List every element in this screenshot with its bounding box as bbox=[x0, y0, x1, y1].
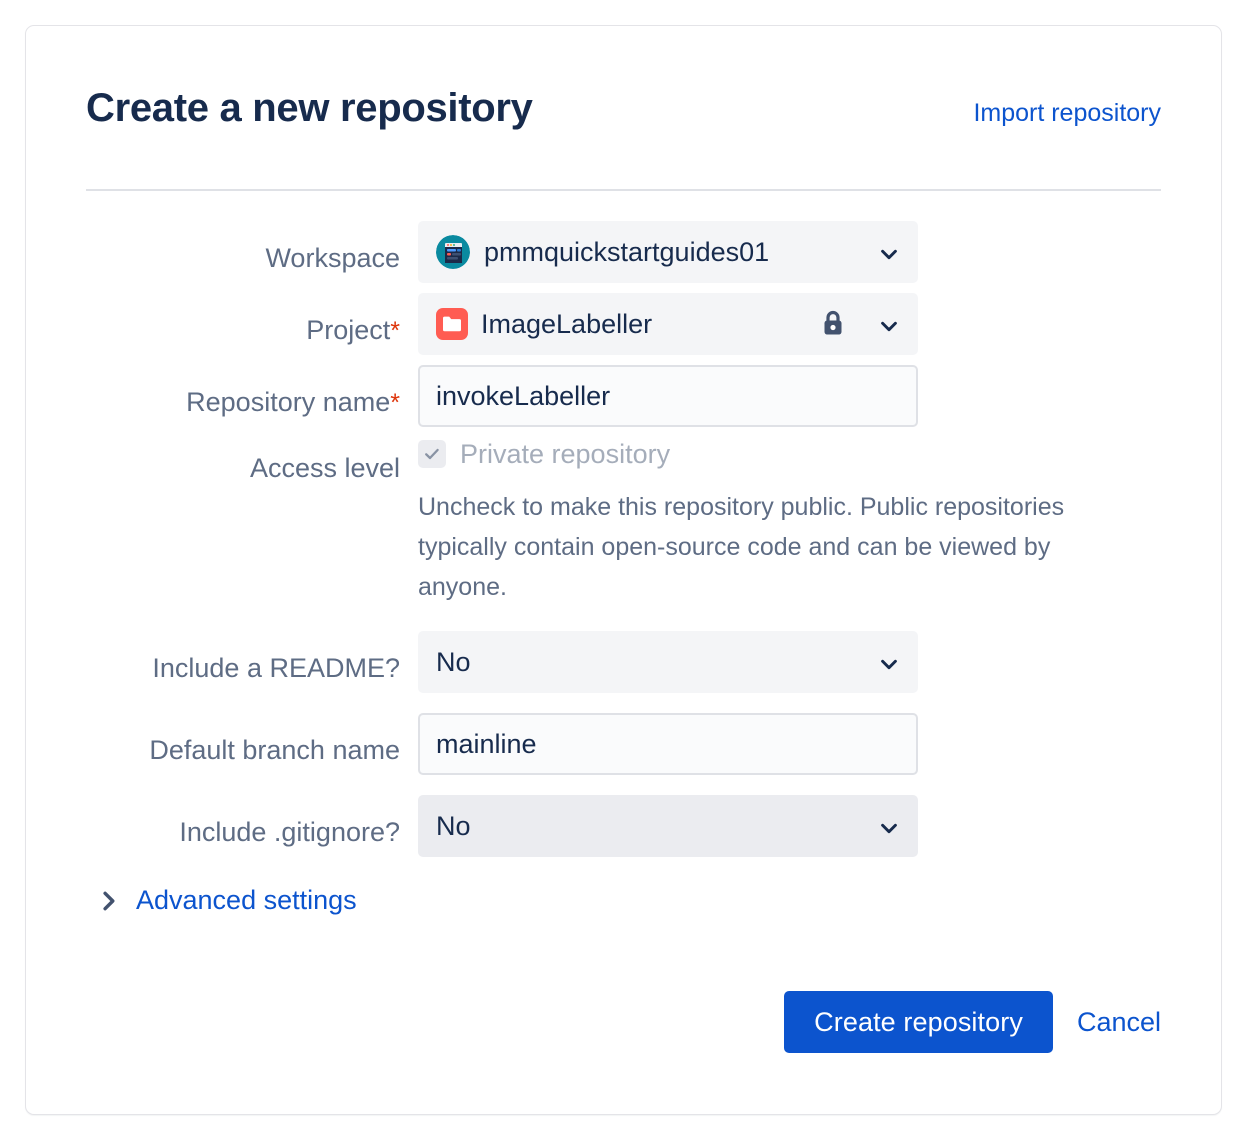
form-row-workspace: Workspace bbox=[86, 221, 1163, 283]
cancel-button[interactable]: Cancel bbox=[1076, 1006, 1161, 1037]
workspace-value: pmmquickstartguides01 bbox=[484, 236, 770, 267]
form-row-project: Project* ImageLabeller bbox=[86, 293, 1163, 355]
project-select[interactable]: ImageLabeller bbox=[418, 293, 918, 355]
repository-name-field bbox=[418, 365, 1163, 427]
form-row-include-gitignore: Include .gitignore? No bbox=[86, 795, 1163, 857]
include-readme-label: Include a README? bbox=[152, 653, 400, 683]
default-branch-input[interactable] bbox=[418, 713, 918, 775]
access-level-label: Access level bbox=[249, 453, 400, 483]
form-footer: Create repository Cancel bbox=[784, 991, 1161, 1053]
default-branch-field bbox=[418, 713, 1163, 775]
card-inner: Create a new repository Import repositor… bbox=[26, 26, 1221, 1114]
include-gitignore-field: No bbox=[418, 795, 1163, 857]
workspace-select[interactable]: pmmquickstartguides01 bbox=[418, 221, 918, 283]
create-repository-button[interactable]: Create repository bbox=[784, 991, 1053, 1053]
workspace-field: pmmquickstartguides01 bbox=[418, 221, 1163, 283]
chevron-down-icon bbox=[878, 651, 900, 673]
lock-icon bbox=[820, 309, 846, 339]
project-value: ImageLabeller bbox=[481, 308, 653, 339]
create-repository-card: Create a new repository Import repositor… bbox=[25, 25, 1222, 1115]
project-label: Project* bbox=[86, 293, 418, 348]
chevron-down-icon bbox=[878, 241, 900, 263]
project-folder-icon bbox=[436, 308, 468, 340]
project-field: ImageLabeller bbox=[418, 293, 1163, 355]
include-readme-value: No bbox=[436, 646, 471, 677]
header-divider bbox=[86, 189, 1161, 191]
repository-name-label: Repository name* bbox=[86, 365, 418, 420]
include-gitignore-select[interactable]: No bbox=[418, 795, 918, 857]
chevron-down-icon bbox=[878, 815, 900, 837]
access-level-help-text: Uncheck to make this repository public. … bbox=[418, 493, 1065, 601]
card-header: Create a new repository Import repositor… bbox=[86, 26, 1161, 132]
project-required-marker: * bbox=[390, 317, 400, 345]
workspace-avatar-icon bbox=[436, 235, 470, 269]
project-label-text: Project bbox=[306, 315, 391, 345]
form-row-include-readme: Include a README? No bbox=[86, 631, 1163, 693]
repository-name-input[interactable] bbox=[418, 365, 918, 427]
page-title: Create a new repository bbox=[86, 86, 533, 130]
chevron-right-icon bbox=[101, 890, 118, 912]
workspace-label: Workspace bbox=[265, 243, 400, 273]
repository-name-label-text: Repository name bbox=[186, 387, 391, 417]
include-readme-select[interactable]: No bbox=[418, 631, 918, 693]
chevron-down-icon bbox=[878, 313, 900, 335]
form-row-default-branch: Default branch name bbox=[86, 713, 1163, 775]
access-level-field: Private repository Uncheck to make this … bbox=[418, 437, 1163, 607]
form-row-repository-name: Repository name* bbox=[86, 365, 1163, 427]
form-row-access-level: Access level Private repository Uncheck … bbox=[86, 437, 1163, 607]
import-repository-link[interactable]: Import repository bbox=[973, 99, 1161, 127]
include-readme-field: No bbox=[418, 631, 1163, 693]
private-repository-checkbox-label[interactable]: Private repository bbox=[460, 438, 671, 469]
include-gitignore-value: No bbox=[436, 810, 471, 841]
create-repository-form: Workspace bbox=[86, 221, 1163, 916]
advanced-settings-toggle[interactable]: Advanced settings bbox=[101, 885, 357, 916]
private-repository-checkbox[interactable] bbox=[418, 440, 446, 468]
check-icon bbox=[425, 448, 439, 460]
private-repository-checkbox-row[interactable]: Private repository bbox=[418, 437, 1163, 471]
default-branch-label: Default branch name bbox=[149, 735, 400, 765]
repository-name-required-marker: * bbox=[390, 389, 400, 417]
include-gitignore-label: Include .gitignore? bbox=[179, 817, 400, 847]
advanced-settings-label: Advanced settings bbox=[136, 885, 357, 915]
